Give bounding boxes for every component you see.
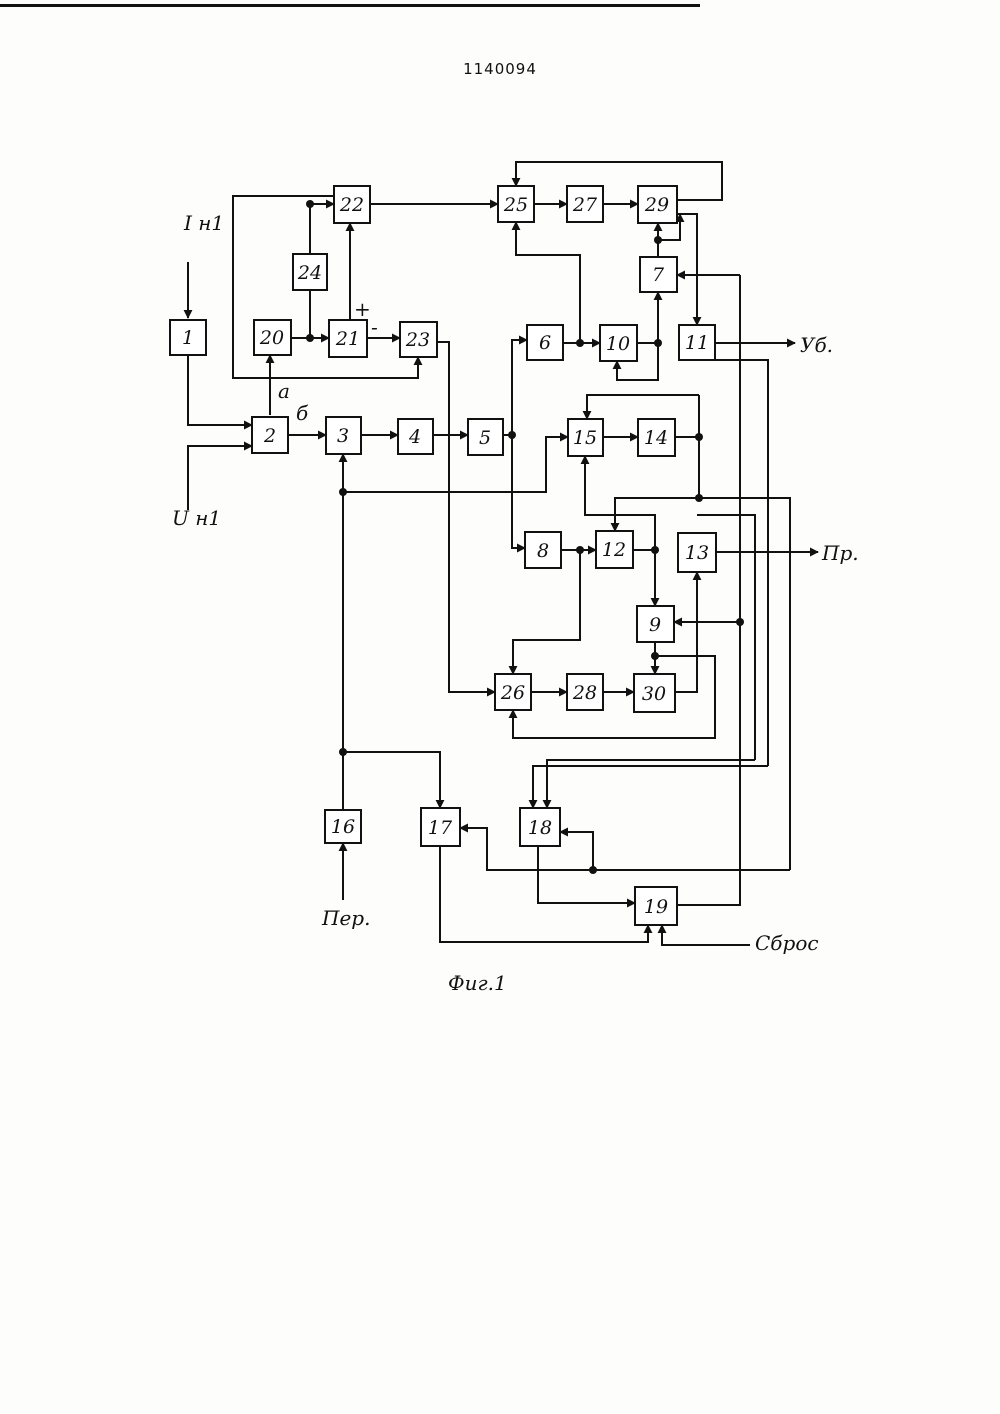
svg-text:30: 30 [642, 683, 666, 705]
block-28: 28 [567, 674, 603, 710]
block-21: 21 [329, 320, 367, 357]
svg-text:13: 13 [685, 542, 709, 564]
block-11: 11 [679, 325, 715, 360]
label-input-per: Пер. [321, 906, 370, 930]
svg-text:3: 3 [337, 425, 349, 447]
block-29: 29 [638, 186, 677, 223]
block-18: 18 [520, 808, 560, 846]
svg-text:1: 1 [182, 327, 194, 349]
svg-text:28: 28 [572, 682, 597, 704]
block-19: 19 [635, 887, 677, 925]
label-tap-a: а [278, 379, 290, 403]
block-3: 3 [326, 417, 361, 454]
svg-text:26: 26 [500, 682, 525, 704]
label-input-reset: Сброс [755, 931, 819, 955]
block-13: 13 [678, 533, 716, 572]
svg-text:17: 17 [428, 817, 453, 839]
label-input-current: I н1 [183, 211, 224, 235]
svg-text:15: 15 [573, 427, 597, 449]
label-input-voltage: U н1 [172, 506, 221, 530]
block-17: 17 [421, 808, 460, 846]
block-1: 1 [170, 320, 206, 355]
block-8: 8 [525, 532, 561, 568]
svg-text:10: 10 [606, 333, 630, 355]
block-30: 30 [634, 674, 675, 712]
svg-text:7: 7 [652, 264, 665, 286]
label-output-ub: Уб. [800, 333, 833, 357]
svg-text:19: 19 [644, 896, 668, 918]
block-12: 12 [596, 531, 633, 568]
block-5: 5 [468, 419, 503, 455]
svg-text:11: 11 [685, 332, 709, 354]
svg-text:4: 4 [408, 426, 421, 448]
svg-text:2: 2 [263, 425, 276, 447]
label-tap-b: б [296, 401, 309, 425]
svg-text:6: 6 [539, 332, 551, 354]
figure-caption: Фиг.1 [448, 971, 507, 995]
block-9: 9 [637, 606, 674, 642]
svg-text:24: 24 [297, 262, 322, 284]
block-4: 4 [398, 419, 433, 454]
block-16: 16 [325, 810, 361, 843]
svg-text:20: 20 [259, 327, 284, 349]
svg-text:16: 16 [331, 816, 355, 838]
svg-text:14: 14 [644, 427, 668, 449]
block-2: 2 [252, 417, 288, 453]
block-10: 10 [600, 325, 637, 361]
svg-text:18: 18 [528, 817, 552, 839]
svg-text:27: 27 [572, 194, 598, 216]
svg-text:5: 5 [479, 427, 491, 449]
block-15: 15 [568, 419, 603, 456]
label-output-pr: Пр. [821, 541, 859, 565]
svg-text:9: 9 [649, 614, 661, 636]
label-plus: + [354, 297, 371, 321]
svg-text:23: 23 [405, 329, 430, 351]
svg-text:21: 21 [335, 328, 360, 350]
block-20: 20 [254, 320, 291, 355]
block-7: 7 [640, 257, 677, 292]
svg-text:25: 25 [503, 194, 528, 216]
svg-text:12: 12 [602, 539, 626, 561]
block-23: 23 [400, 322, 437, 357]
connection-lines [188, 162, 818, 945]
block-22: 22 [334, 186, 370, 223]
block-6: 6 [527, 325, 563, 360]
svg-text:8: 8 [537, 540, 549, 562]
svg-text:29: 29 [644, 194, 669, 216]
block-26: 26 [495, 674, 531, 710]
block-25: 25 [498, 186, 534, 222]
label-minus: - [371, 315, 378, 339]
svg-text:22: 22 [339, 194, 364, 216]
block-14: 14 [638, 419, 675, 456]
block-24: 24 [293, 254, 327, 290]
block-27: 27 [567, 186, 603, 222]
